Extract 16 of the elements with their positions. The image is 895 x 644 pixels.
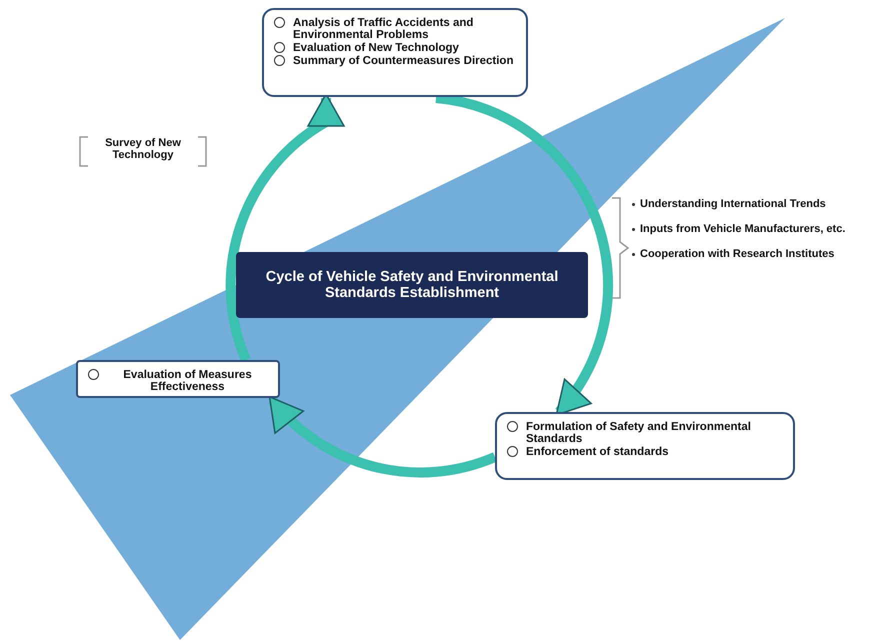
title-box [236,252,588,318]
step-box [262,8,528,97]
step-box [76,360,280,398]
list-item: Analysis of Traffic Accidents and Environmental Problems [293,17,474,41]
list-item: Enforcement of standards [526,446,668,458]
list-item: Inputs from Vehicle Manufacturers, etc. [640,223,846,235]
cycle-arrow [268,396,497,478]
list-item: Summary of Countermeasures Direction [293,55,514,67]
list-item: Formulation of Safety and Environmental Standards [526,421,752,445]
step-box [495,412,795,480]
list-item: Cooperation with Research Institutes [640,248,834,260]
list-item: Evaluation of Measures Effectiveness [122,369,253,393]
box-label: Cycle of Vehicle Safety and Environmental Standards Establishment [264,269,560,301]
note-text: Survey of New Technology [104,137,182,161]
list-item: Understanding International Trends [640,198,826,210]
list-item: Evaluation of New Technology [293,42,459,54]
